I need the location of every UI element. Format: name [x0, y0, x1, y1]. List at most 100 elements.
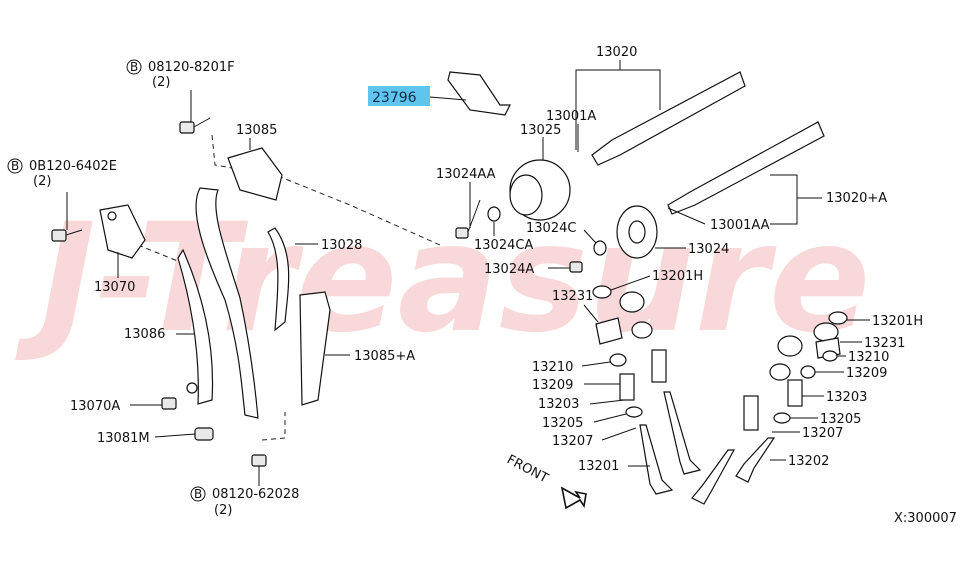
exhaust-sprocket-hub — [628, 220, 646, 244]
label-13231-left[interactable]: 13231 — [552, 289, 593, 304]
label-13085a[interactable]: 13085+A — [354, 349, 415, 364]
circled-b-markers: B B B — [7, 59, 206, 502]
valve-train-left — [581, 275, 702, 495]
label-bolt-top-qty: (2) — [152, 75, 170, 90]
label-23796[interactable]: 23796 — [372, 90, 417, 106]
bolt-top — [179, 121, 195, 134]
leader-13201h-left — [610, 275, 651, 291]
label-13025[interactable]: 13025 — [520, 123, 561, 138]
label-13086[interactable]: 13086 — [124, 327, 165, 342]
seat-13205-right — [773, 412, 791, 424]
seat-13205-left — [625, 406, 643, 418]
sprocket-bolt-13024aa — [455, 227, 469, 239]
label-13001a[interactable]: 13001A — [546, 109, 596, 124]
label-bolt-left-qty: (2) — [33, 174, 51, 189]
leader-13001aa — [667, 207, 706, 225]
label-bolt-top[interactable]: 08120-8201F — [148, 60, 235, 75]
label-bolt-bottom-qty: (2) — [214, 503, 232, 518]
label-13085[interactable]: 13085 — [236, 123, 277, 138]
label-13024c[interactable]: 13024C — [526, 221, 576, 236]
position-sensor — [447, 71, 511, 116]
diagram-code: X:300007 — [894, 511, 957, 526]
label-13001aa[interactable]: 13001AA — [710, 218, 770, 233]
intake-camshaft — [591, 71, 746, 166]
label-13203-right[interactable]: 13203 — [826, 390, 867, 405]
timing-group — [51, 90, 441, 486]
circled-b-left-letter: B — [11, 159, 19, 173]
front-arrow-icon — [560, 486, 587, 510]
retainer-13210-right — [822, 350, 838, 362]
spring-13203-right — [787, 379, 803, 407]
label-13201-left[interactable]: 13201 — [578, 459, 619, 474]
washer-13024c — [593, 240, 607, 256]
tensioner-plunger — [161, 397, 177, 410]
label-13203-left[interactable]: 13203 — [538, 397, 579, 412]
lifter-r2a — [777, 335, 803, 357]
label-13028[interactable]: 13028 — [321, 238, 362, 253]
label-13210-left[interactable]: 13210 — [532, 360, 573, 375]
label-13070[interactable]: 13070 — [94, 280, 135, 295]
bolt-left — [51, 229, 67, 242]
timing-chain-left — [195, 187, 259, 419]
exhaust-camshaft — [667, 121, 825, 215]
label-13231-right[interactable]: 13231 — [864, 336, 905, 351]
label-13024[interactable]: 13024 — [688, 242, 729, 257]
dash-line-e — [261, 412, 286, 441]
dash-line-c — [137, 244, 181, 263]
leader-13205-left — [593, 413, 627, 423]
label-13024ca[interactable]: 13024CA — [474, 238, 533, 253]
retainer-13210-left — [609, 353, 627, 367]
exhaust-valve-13202 — [735, 437, 776, 483]
lifter-2a — [619, 291, 645, 313]
sprocket-group — [368, 71, 686, 273]
lifter-13231-left — [595, 317, 623, 345]
intake-valve-2 — [663, 391, 702, 475]
tensioner-hole — [107, 211, 117, 221]
leader-13081m — [154, 433, 196, 438]
valve-train-right — [691, 311, 870, 505]
label-13201h-left[interactable]: 13201H — [652, 269, 703, 284]
slack-guide — [177, 248, 214, 405]
label-13024a[interactable]: 13024A — [484, 262, 534, 277]
bolt-bottom — [251, 454, 267, 467]
label-13020[interactable]: 13020 — [596, 45, 637, 60]
bolt-top-shank — [193, 117, 211, 128]
camshaft-group — [575, 60, 825, 225]
cam-sprocket-hub — [509, 174, 543, 216]
leader-13210-left — [581, 361, 611, 367]
upper-chain-guide — [227, 147, 283, 201]
shim-13201h-left — [592, 285, 612, 299]
sprocket-bolt-13024a — [569, 261, 583, 273]
leader-13231-left — [583, 304, 599, 323]
exhaust-valve-2 — [691, 449, 736, 505]
label-13070a[interactable]: 13070A — [70, 399, 120, 414]
slack-guide-pivot — [186, 382, 198, 394]
label-13020a[interactable]: 13020+A — [826, 191, 887, 206]
front-label: FRONT — [504, 452, 550, 486]
circled-b-top-letter: B — [130, 60, 138, 74]
leader-13207-left — [601, 427, 637, 441]
bracket-13020 — [575, 69, 661, 82]
label-13202-right[interactable]: 13202 — [788, 454, 829, 469]
label-13209-right[interactable]: 13209 — [846, 366, 887, 381]
bolt-left-shank — [65, 229, 83, 236]
label-13024aa[interactable]: 13024AA — [436, 167, 496, 182]
label-bolt-bottom[interactable]: 08120-62028 — [212, 487, 299, 502]
timing-chain-right — [267, 227, 290, 332]
spring-r2 — [743, 395, 759, 431]
label-13207-right[interactable]: 13207 — [802, 426, 843, 441]
label-13210-right[interactable]: 13210 — [848, 350, 889, 365]
label-13207-left[interactable]: 13207 — [552, 434, 593, 449]
circled-b-left-icon — [7, 158, 23, 174]
label-13081m[interactable]: 13081M — [97, 431, 150, 446]
label-bolt-left[interactable]: 0B120-6402E — [29, 159, 117, 174]
label-13205-left[interactable]: 13205 — [542, 416, 583, 431]
label-13205-right[interactable]: 13205 — [820, 412, 861, 427]
intake-valve-13201 — [639, 424, 674, 495]
circled-b-bottom-letter: B — [194, 487, 202, 501]
highlight-box — [368, 86, 430, 106]
label-13209-left[interactable]: 13209 — [532, 378, 573, 393]
label-13201h-right[interactable]: 13201H — [872, 314, 923, 329]
front-indicator: FRONT — [504, 452, 587, 510]
